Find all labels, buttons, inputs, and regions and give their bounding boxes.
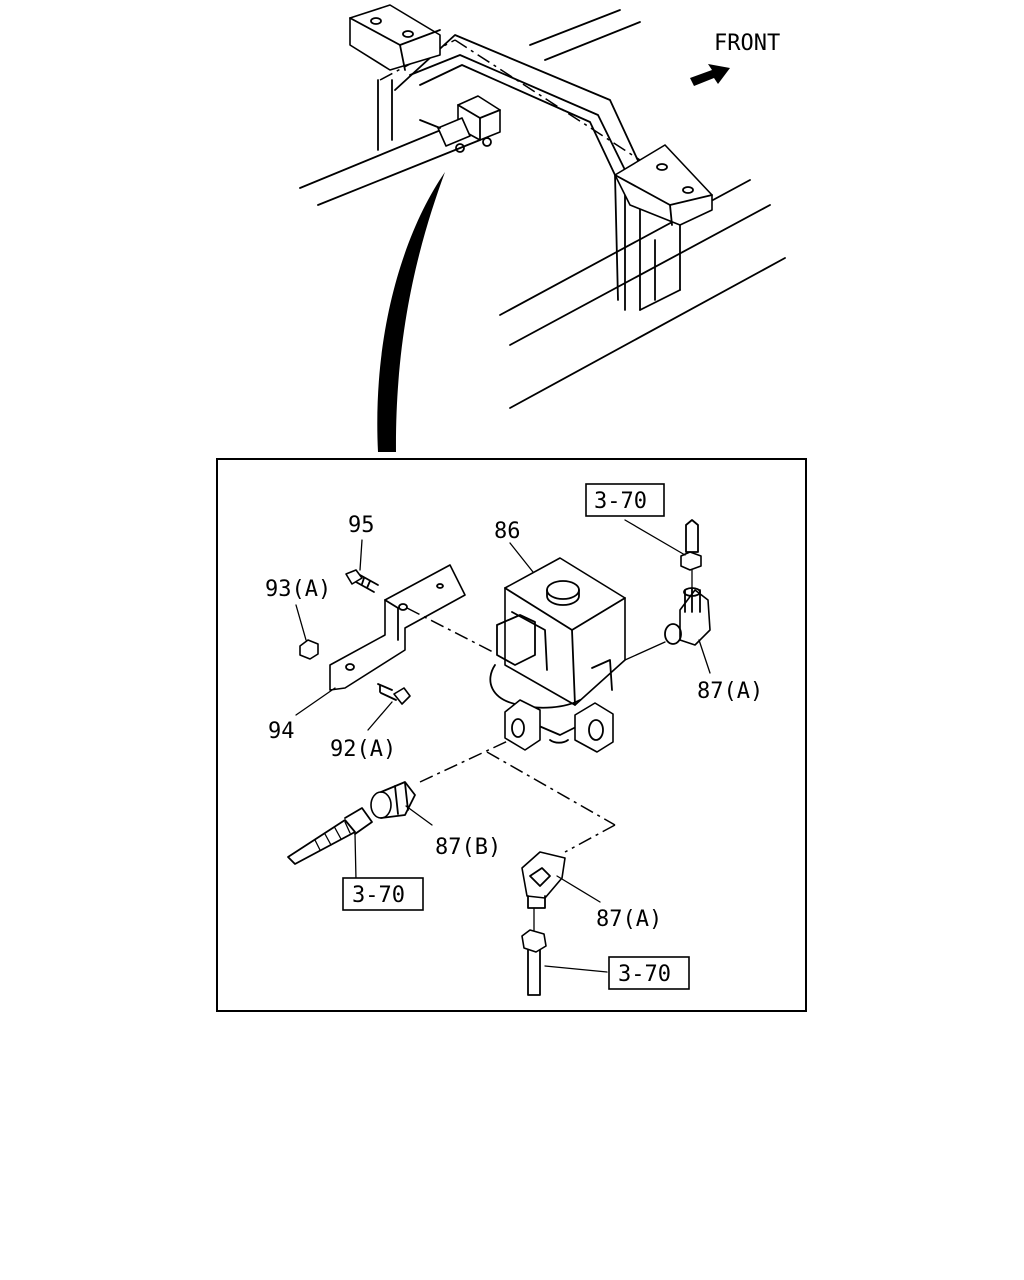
hose-left <box>287 807 373 865</box>
elbow-fitting-87a-bottom <box>521 851 566 909</box>
ref-box-left <box>342 877 424 911</box>
ref-box-top <box>585 483 665 517</box>
vehicle-frame-overview: FRONT <box>299 4 786 409</box>
part-label-87b: 87(B) <box>435 835 501 860</box>
ref-label-top: 3-70 <box>594 489 647 514</box>
detail-frame <box>216 458 807 1012</box>
front-arrow-icon <box>690 64 730 86</box>
detail-callout-leader <box>377 172 445 452</box>
nut-93a <box>299 639 319 660</box>
part-label-93a: 93(A) <box>265 577 331 602</box>
part-label-94: 94 <box>268 719 295 744</box>
valve-location-thumbnail <box>419 95 501 153</box>
bolt-95 <box>345 569 379 593</box>
straight-fitting-87b <box>370 781 416 819</box>
ref-label-left: 3-70 <box>352 883 405 908</box>
pipe-bottom <box>521 907 547 996</box>
part-label-86: 86 <box>494 519 521 544</box>
part-label-87a-bottom: 87(A) <box>596 907 662 932</box>
front-label: FRONT <box>714 31 780 56</box>
part-label-92a: 92(A) <box>330 737 396 762</box>
elbow-fitting-87a-top <box>664 587 711 646</box>
valve-86 <box>489 557 626 753</box>
detail-panel: 95 86 93(A) 94 92(A) 87(A) 87(B) 87(A) 3… <box>216 458 807 1012</box>
front-direction-indicator: FRONT <box>690 31 780 86</box>
part-label-87a-top: 87(A) <box>697 679 763 704</box>
pipe-top <box>680 519 702 589</box>
bracket-94 <box>329 564 466 691</box>
part-label-95: 95 <box>348 513 375 538</box>
ref-label-bottom: 3-70 <box>618 962 671 987</box>
ref-box-bottom <box>608 956 690 990</box>
bolt-92a <box>377 683 411 705</box>
